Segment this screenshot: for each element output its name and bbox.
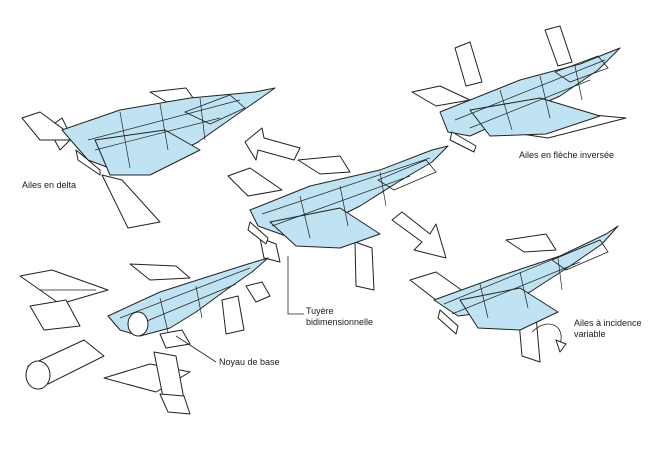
rotation-arrow-icon bbox=[531, 323, 562, 345]
label-base-core: Noyau de base bbox=[219, 357, 280, 367]
leader-noyau bbox=[175, 335, 217, 363]
forward-swept-aircraft bbox=[411, 25, 627, 153]
label-nozzle: Tuyère bidimensionnelle bbox=[306, 306, 373, 328]
leader-lines bbox=[175, 256, 304, 363]
leader-tuyere bbox=[287, 256, 304, 315]
label-delta-wings: Ailes en delta bbox=[22, 180, 77, 190]
delta-wing-aircraft bbox=[21, 87, 276, 229]
exploded-parts bbox=[19, 257, 271, 415]
label-nozzle-line1: Tuyère bbox=[306, 306, 334, 316]
label-variable-incidence-wings: Ailes à incidence variable bbox=[574, 318, 642, 340]
base-aircraft bbox=[227, 145, 449, 291]
arrow-to-delta bbox=[244, 127, 301, 161]
variable-incidence-aircraft bbox=[409, 225, 619, 363]
label-forward-swept-wings: Ailes en flèche inversée bbox=[519, 150, 615, 160]
arrow-to-incidence bbox=[391, 211, 447, 259]
label-nozzle-line2: bidimensionnelle bbox=[306, 317, 374, 327]
label-incidence-line2: variable bbox=[574, 329, 606, 339]
label-incidence-line1: Ailes à incidence bbox=[574, 318, 642, 328]
